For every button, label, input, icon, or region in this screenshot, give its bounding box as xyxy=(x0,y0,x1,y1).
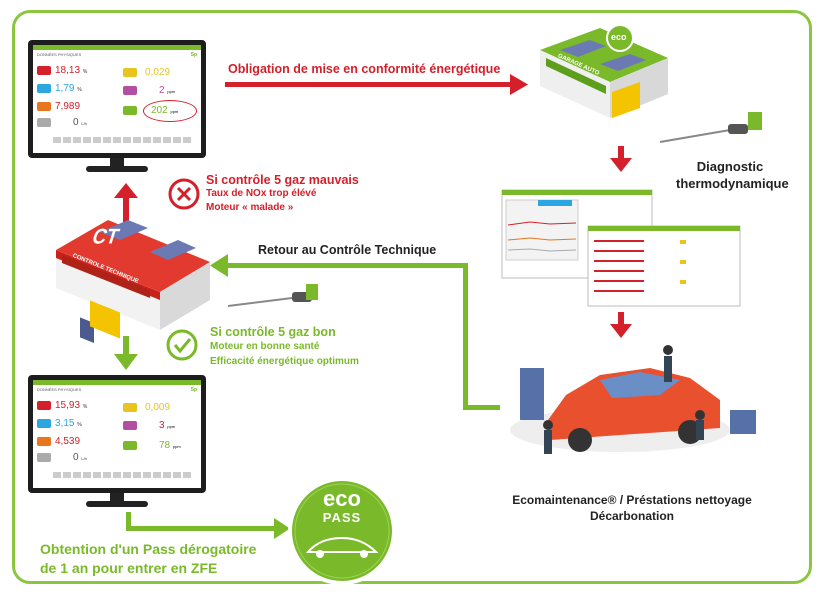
arrow-to-ecomaintenance xyxy=(610,312,632,338)
label-retour: Retour au Contrôle Technique xyxy=(258,243,437,257)
good-check-icon xyxy=(166,329,198,361)
probe-icon xyxy=(659,112,762,143)
value-hc: 3 ppm xyxy=(123,420,175,431)
value-o2: 15,93 % xyxy=(37,400,87,411)
arrow-to-monitor-bottom xyxy=(114,336,138,370)
eco-roof-badge-label: eco xyxy=(611,32,627,42)
value-flow: 0 L/h xyxy=(37,452,87,463)
label-ecomaint-line2: Décarbonation xyxy=(589,509,674,523)
value-rpm: 7,989 xyxy=(37,101,80,112)
logo: Sp xyxy=(190,52,197,58)
diagram-frame xyxy=(12,10,812,584)
value-co: 0,009 xyxy=(123,402,170,413)
label-ecomaint-line1: Ecomaintenance® / Préstations nettoyage xyxy=(512,493,752,507)
car-service-scene xyxy=(510,345,756,454)
label-diagnostic-text: Diagnostic thermodynamique xyxy=(676,159,789,191)
ct-building xyxy=(56,220,210,343)
arrow-retour-ct xyxy=(210,254,500,410)
label-obligation: Obligation de mise en conformité énergét… xyxy=(228,62,501,76)
ecopass-eco: eco xyxy=(323,486,361,511)
ecopass-badge-icon xyxy=(288,477,396,585)
probe-ct-icon xyxy=(227,284,318,307)
bad-x-icon xyxy=(168,178,200,210)
screen-header: DONNÉES PHYSIQUES xyxy=(37,52,82,57)
label-bad-title: Si contrôle 5 gaz mauvais xyxy=(206,173,359,187)
monitor-top: DONNÉES PHYSIQUES Sp 18,13 % 1,79 % 7,98… xyxy=(28,40,206,175)
value-no: 78 ppm xyxy=(123,440,181,451)
eco-roof-badge-icon xyxy=(606,24,634,52)
label-bad-line1: Taux de NOx trop élévé xyxy=(206,188,317,199)
value-o2: 18,13 % xyxy=(37,65,87,76)
garage-building xyxy=(540,28,668,118)
label-good-title: Si contrôle 5 gaz bon xyxy=(210,325,336,339)
monitor-bottom: DONNÉES PHYSIQUES Sp 15,93 % 3,15 % 4,53… xyxy=(28,375,206,510)
value-hc: 2 ppm xyxy=(123,85,175,96)
arrow-to-monitor-top xyxy=(114,183,138,223)
value-flow: 0 L/h xyxy=(37,117,87,128)
logo: Sp xyxy=(190,387,197,393)
label-pass-line1: Obtention d'un Pass dérogatoire xyxy=(40,541,257,557)
ecopass-pass: PASS xyxy=(322,510,362,525)
no-highlight-circle xyxy=(143,100,197,122)
label-diagnostic: Diagnostic thermodynamique xyxy=(676,158,789,192)
label-good-line1: Moteur en bonne santé xyxy=(210,341,320,352)
value-co2: 3,15 % xyxy=(37,418,82,429)
value-co: 0,029 xyxy=(123,67,170,78)
label-pass-line2: de 1 an pour entrer en ZFE xyxy=(40,560,218,576)
label-bad-line2: Moteur « malade » xyxy=(206,202,294,213)
value-co2: 1,79 % xyxy=(37,83,82,94)
arrow-to-ecopass xyxy=(126,512,290,539)
diagnostic-screens xyxy=(501,189,741,307)
arrow-to-diagnostic xyxy=(610,146,632,172)
monitor-bottom-screen: DONNÉES PHYSIQUES Sp 15,93 % 3,15 % 4,53… xyxy=(33,380,201,488)
label-good-line2: Efficacité énergétique optimum xyxy=(210,356,359,367)
monitor-top-screen: DONNÉES PHYSIQUES Sp 18,13 % 1,79 % 7,98… xyxy=(33,45,201,153)
screen-header: DONNÉES PHYSIQUES xyxy=(37,387,82,392)
arrow-to-garage xyxy=(225,74,528,95)
value-rpm: 4,539 xyxy=(37,436,80,447)
